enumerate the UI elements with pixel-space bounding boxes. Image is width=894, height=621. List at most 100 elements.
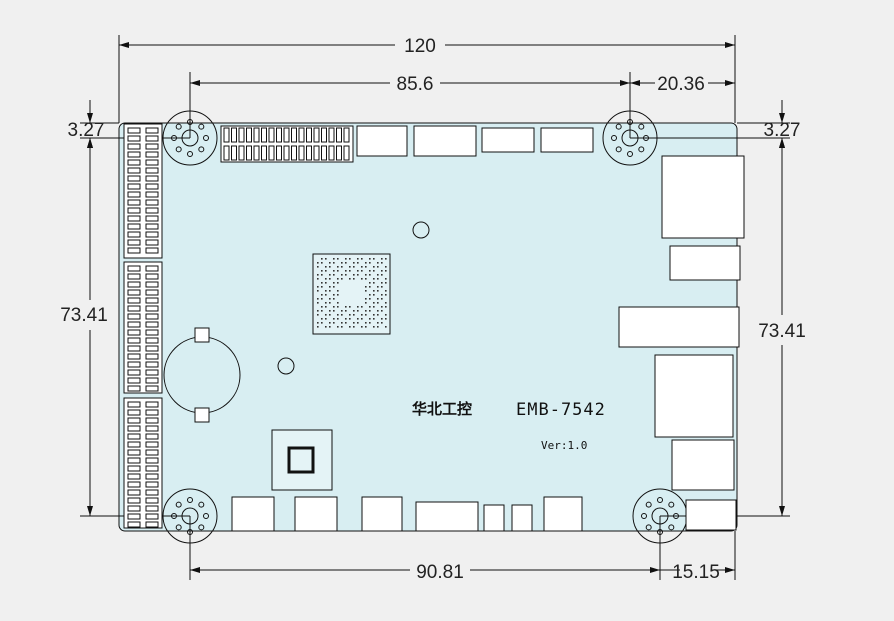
ball [329,322,331,324]
ball [365,262,367,264]
ball [337,290,339,292]
ball [333,310,335,312]
ball [369,310,371,312]
ball [329,326,331,328]
pin [127,207,141,214]
mounting-hole [162,488,218,544]
pin [127,377,141,384]
pin [145,521,159,528]
via [187,119,193,125]
ball [377,322,379,324]
ball [357,274,359,276]
pin [145,513,159,520]
ball [321,322,323,324]
ball [325,326,327,328]
ball [357,322,359,324]
ball [345,318,347,320]
ball [369,318,371,320]
ball [329,286,331,288]
pin [127,167,141,174]
pin [127,465,141,472]
pin [283,145,290,161]
ball [385,266,387,268]
ball [333,270,335,272]
pin [145,385,159,392]
ball [317,302,319,304]
ball [325,294,327,296]
battery-terminal-top [194,327,210,343]
ball [333,274,335,276]
pin [145,361,159,368]
ball [345,310,347,312]
ball [329,290,331,292]
ball [377,290,379,292]
ball [361,258,363,260]
ball [349,318,351,320]
ball [365,326,367,328]
ball [329,310,331,312]
ball [333,258,335,260]
ball [357,258,359,260]
ball [341,314,343,316]
ball [341,310,343,312]
ball [381,322,383,324]
ball [381,274,383,276]
ball [321,258,323,260]
ball [317,290,319,292]
via [638,123,645,130]
ball [353,310,355,312]
ball [337,266,339,268]
ball [377,266,379,268]
ball [345,262,347,264]
dim-right-offset-bottom: 15.15 [672,562,720,583]
ball [381,294,383,296]
pin [145,127,159,134]
ball [365,322,367,324]
pin [145,289,159,296]
pin [145,273,159,280]
ball [325,290,327,292]
pin [145,489,159,496]
pin [127,441,141,448]
ball [329,274,331,276]
pin [127,265,141,272]
ball [381,270,383,272]
ball [321,270,323,272]
via [198,524,205,531]
ball [381,262,383,264]
ball [381,310,383,312]
pin [145,369,159,376]
pin [145,159,159,166]
pin [127,199,141,206]
ball [381,306,383,308]
pin [127,345,141,352]
pin [336,145,342,161]
ball [321,274,323,276]
ball [321,318,323,320]
pin [145,433,159,440]
pin [127,281,141,288]
ball [373,302,375,304]
ball [365,298,367,300]
pin [145,305,159,312]
dim-right-offset-top: 20.36 [657,74,705,95]
via [198,123,205,130]
pin [321,145,327,161]
pin [127,231,141,238]
pin [127,489,141,496]
ball [317,322,319,324]
pin [127,369,141,376]
ball [333,262,335,264]
pin [145,215,159,222]
pin [127,247,141,254]
pin [276,127,282,143]
pin [127,289,141,296]
ball [317,278,319,280]
pin [276,145,282,161]
pin [127,273,141,280]
dimension-lines [87,42,785,573]
ball [325,282,327,284]
ball [373,270,375,272]
